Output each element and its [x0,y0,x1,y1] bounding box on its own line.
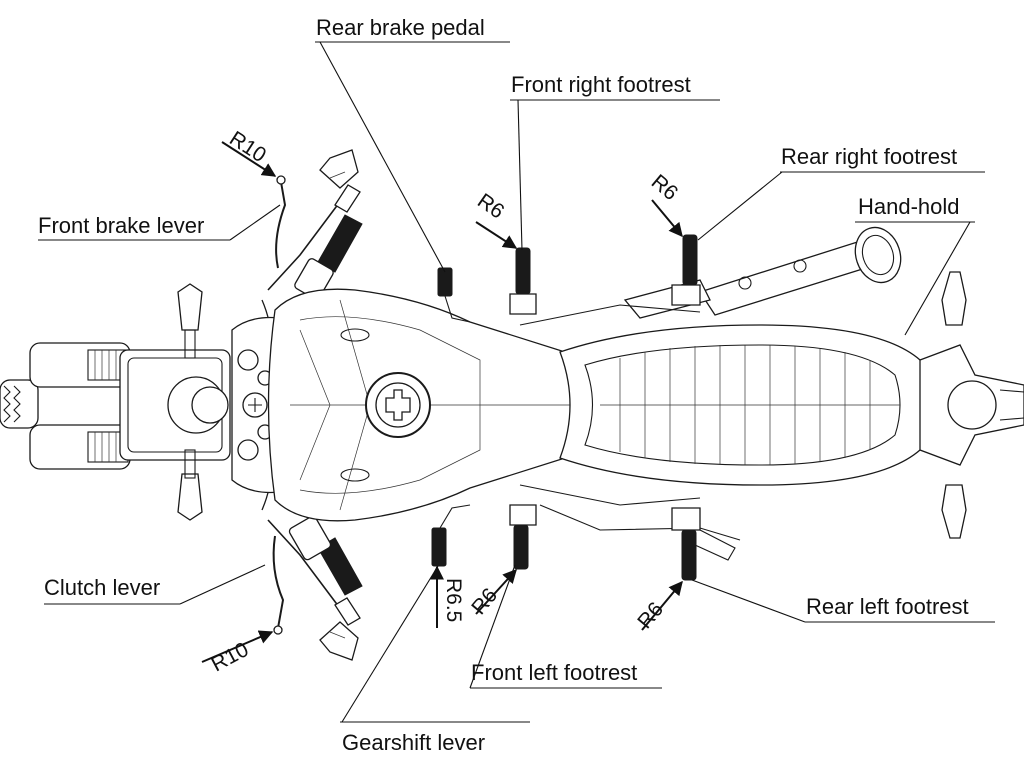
tail-section [919,271,1024,539]
label-clutch-lever: Clutch lever [44,575,160,600]
handlebar [261,149,363,661]
label-rear-right-footrest: Rear right footrest [781,144,957,169]
front-brake-lever [275,175,287,269]
label-front-right-footrest: Front right footrest [511,72,691,97]
motorcycle-drawing [0,149,1024,661]
exhaust [623,226,902,319]
gearshift-lever [431,504,471,567]
front-turn-signals [177,283,203,521]
front-right-footrest [509,247,537,315]
clutch-lever [272,535,285,635]
front-tire [0,379,39,429]
radius-front-right-footrest: R6 [473,189,508,223]
dimension-arrows [201,141,683,663]
front-left-footrest [509,504,537,570]
seat [559,324,929,486]
fuel-tank [267,288,581,522]
label-front-brake-lever: Front brake lever [38,213,204,238]
leader-lines [38,41,995,723]
front-forks [29,342,231,470]
label-rear-brake-pedal: Rear brake pedal [316,15,485,40]
radius-rear-left-footrest: R6 [633,598,668,633]
rear-right-footrest [671,234,701,306]
label-gearshift-lever: Gearshift lever [342,730,485,755]
radius-front-brake-lever: R10 [225,127,270,167]
label-hand-hold: Hand-hold [858,194,960,219]
label-rear-left-footrest: Rear left footrest [806,594,969,619]
rear-brake-pedal [437,267,471,323]
radius-gearshift-lever: R6.5 [442,578,465,622]
rear-left-footrest [671,507,736,581]
label-front-left-footrest: Front left footrest [471,660,637,685]
labels: Rear brake pedal Front right footrest Re… [38,15,969,755]
frame [519,304,741,541]
radius-rear-right-footrest: R6 [647,170,682,205]
